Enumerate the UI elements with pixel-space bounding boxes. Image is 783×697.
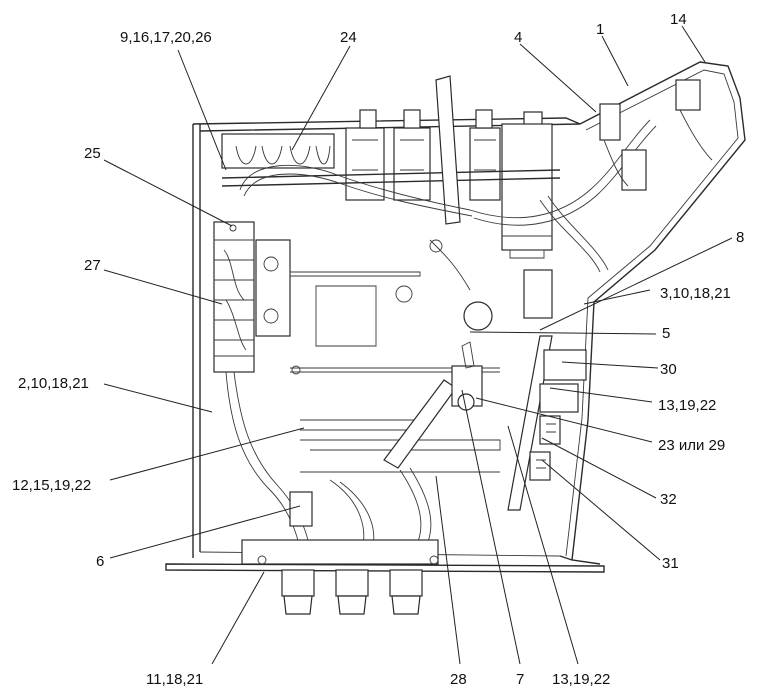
callout-24: 24 [340, 29, 357, 46]
callout-3-10-18-21: 3,10,18,21 [660, 285, 731, 302]
callout-7: 7 [516, 671, 524, 688]
callout-9-16-17-20-26: 9,16,17,20,26 [120, 29, 212, 46]
callout-6: 6 [96, 553, 104, 570]
callout-8: 8 [736, 229, 744, 246]
callout-4: 4 [514, 29, 522, 46]
enclosure-housing [165, 61, 746, 573]
callout-12-15-19-22: 12,15,19,22 [12, 477, 91, 494]
upper-connector-housing [599, 79, 713, 191]
callout-13-19-22-upper: 13,19,22 [658, 397, 716, 414]
callout-28: 28 [450, 671, 467, 688]
callout-2-10-18-21: 2,10,18,21 [18, 375, 89, 392]
top-relay-row [221, 75, 561, 259]
callout-30: 30 [660, 361, 677, 378]
bracket-6 [289, 491, 313, 527]
circuit-board-panel [507, 335, 587, 511]
callout-27: 27 [84, 257, 101, 274]
callout-11-18-21: 11,18,21 [146, 671, 203, 688]
callout-5: 5 [662, 325, 670, 342]
callout-32: 32 [660, 491, 677, 508]
terminal-block [213, 221, 291, 373]
callout-1: 1 [596, 21, 604, 38]
callout-14: 14 [670, 11, 687, 28]
callout-labels: 9,16,17,20,26 24 4 1 14 25 8 27 3,10,18,… [12, 11, 744, 688]
callout-13-19-22-lower: 13,19,22 [552, 671, 610, 688]
callout-23-or-29: 23 или 29 [658, 437, 725, 454]
sensor-rod-assembly [383, 239, 553, 469]
callout-31: 31 [662, 555, 679, 572]
leader-lines [103, 25, 733, 665]
callout-25: 25 [84, 145, 101, 162]
bottom-connectors [241, 539, 439, 615]
